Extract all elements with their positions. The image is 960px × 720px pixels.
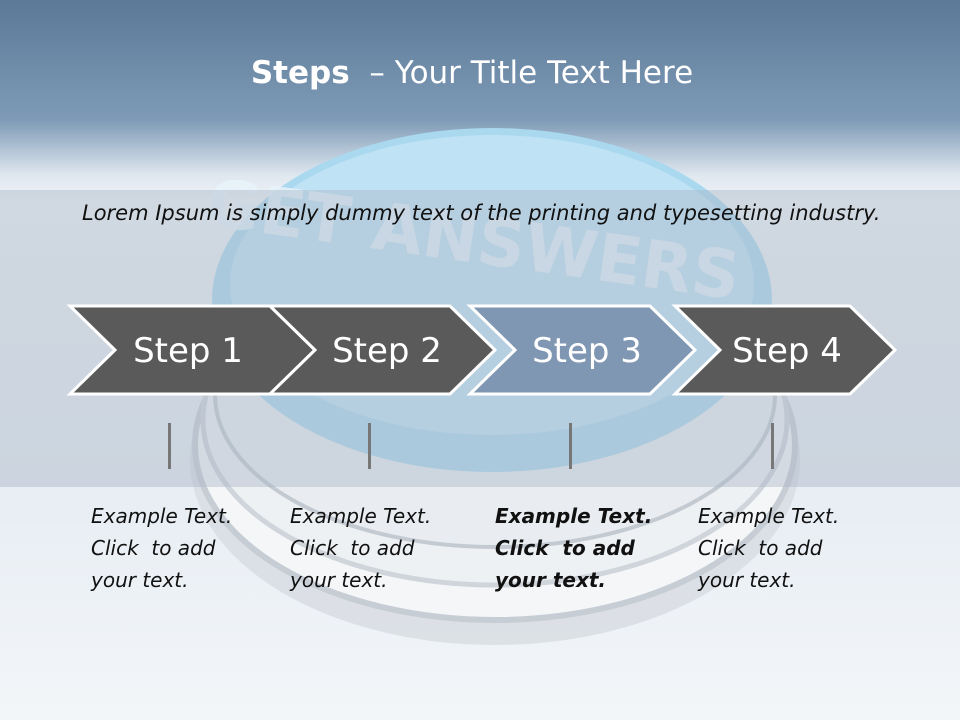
- step-3-arrow[interactable]: [466, 304, 698, 396]
- step-4-line-1: Example Text.: [698, 504, 840, 528]
- step-4-text[interactable]: Example Text. Click to add your text.: [698, 500, 863, 596]
- step-3-line-1: Example Text.: [495, 504, 653, 528]
- step-3-connector: [569, 423, 572, 469]
- step-4-label: Step 4: [732, 331, 842, 371]
- step-2-label: Step 2: [332, 331, 442, 371]
- step-3-line-2: Click to add: [495, 536, 635, 560]
- step-4-line-3: your text.: [698, 568, 796, 592]
- step-1-line-1: Example Text.: [91, 504, 233, 528]
- step-2-text[interactable]: Example Text. Click to add your text.: [290, 500, 455, 596]
- step-4-connector: [771, 423, 774, 469]
- step-4-arrow[interactable]: [671, 304, 898, 396]
- step-1-connector: [168, 423, 171, 469]
- step-2-arrow[interactable]: [266, 304, 498, 396]
- intro-text[interactable]: Lorem Ipsum is simply dummy text of the …: [82, 201, 881, 225]
- step-3-line-3: your text.: [495, 568, 607, 592]
- title-bold: Steps: [250, 55, 350, 91]
- step-1-label: Step 1: [133, 331, 243, 371]
- step-1-line-3: your text.: [91, 568, 189, 592]
- step-2-connector: [368, 423, 371, 469]
- step-1-text[interactable]: Example Text. Click to add your text.: [91, 500, 256, 596]
- step-1-line-2: Click to add: [91, 536, 216, 560]
- step-2-line-3: your text.: [290, 568, 388, 592]
- step-2-line-2: Click to add: [290, 536, 415, 560]
- step-3-label: Step 3: [532, 331, 642, 371]
- title-rest: – Your Title Text Here: [369, 55, 694, 91]
- step-3-text[interactable]: Example Text. Click to add your text.: [495, 500, 660, 596]
- step-2-line-1: Example Text.: [290, 504, 432, 528]
- step-4-line-2: Click to add: [698, 536, 823, 560]
- slide-title[interactable]: Steps – Your Title Text Here: [0, 55, 944, 91]
